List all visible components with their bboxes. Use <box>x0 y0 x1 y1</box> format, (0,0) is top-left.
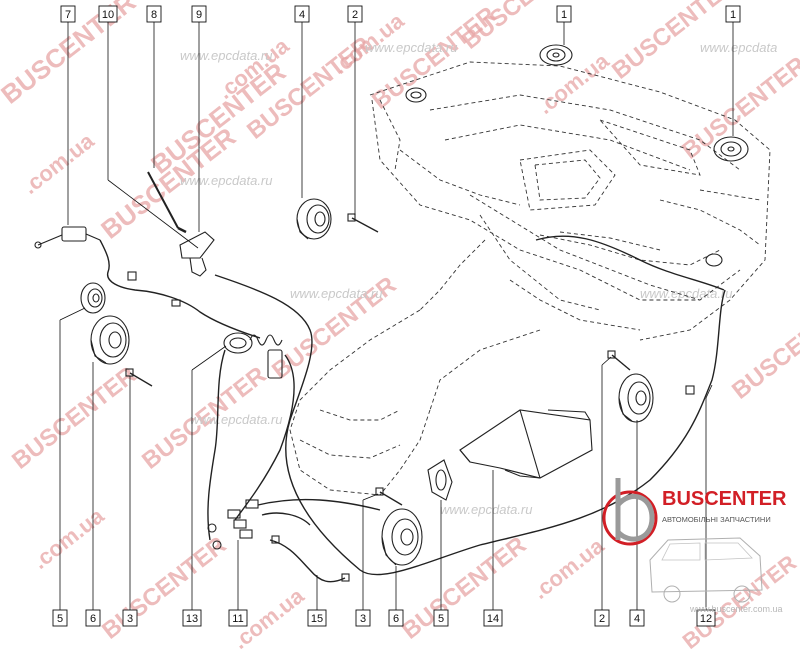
part-1-tweeter-right <box>713 136 749 162</box>
part-11-connectors <box>227 498 381 539</box>
callout-5: 5 <box>433 609 449 627</box>
watermark-epcdata: www.epcdata.ru <box>180 173 273 188</box>
svg-text:2: 2 <box>599 613 605 625</box>
logo-name: BUSCENTER <box>662 488 787 510</box>
part-10-cable <box>99 239 261 339</box>
watermark-buscenter: BUSCENTER <box>97 532 231 645</box>
callout-15: 15 <box>307 609 327 627</box>
part-6-speaker-left <box>90 315 130 365</box>
callout-1: 1 <box>556 5 572 23</box>
part-3-screw-lower <box>375 487 403 506</box>
watermark-buscenter: BUSCENTER <box>7 362 141 475</box>
dashboard-outline <box>289 61 771 496</box>
watermark-buscenter: BUSCENTER <box>397 532 531 645</box>
watermark-buscenter: BUSCENTER <box>727 292 800 405</box>
callout-6: 6 <box>85 609 101 627</box>
tweeter-right-dash <box>705 253 723 267</box>
callouts-bottom: 5 6 3 13 11 15 3 6 5 14 2 4 12 <box>52 609 716 627</box>
part-3-screw-left <box>125 368 153 387</box>
callout-2: 2 <box>347 5 363 23</box>
watermark-buscenter: BUSCENTER <box>678 550 800 654</box>
part-5-speaker-left <box>80 282 106 314</box>
svg-text:5: 5 <box>438 613 444 625</box>
svg-text:10: 10 <box>102 9 114 21</box>
watermark-epcdata: www.epcdata.ru <box>180 48 273 63</box>
watermark-com-ua: .com.ua <box>18 128 100 199</box>
svg-text:2: 2 <box>352 9 358 21</box>
svg-text:3: 3 <box>360 613 366 625</box>
watermark-epcdata: www.epcdata.ru <box>365 40 458 55</box>
logo-mark <box>602 478 658 546</box>
svg-text:7: 7 <box>65 9 71 21</box>
svg-text:1: 1 <box>561 9 567 21</box>
callout-12: 12 <box>696 609 716 627</box>
callouts-top: 7 10 8 9 4 2 1 1 <box>60 5 741 23</box>
callout-9: 9 <box>191 5 207 23</box>
callout-2: 2 <box>594 609 610 627</box>
part-7-module <box>34 226 101 249</box>
callout-4: 4 <box>294 5 310 23</box>
svg-text:6: 6 <box>90 613 96 625</box>
svg-text:12: 12 <box>700 613 712 625</box>
callout-3: 3 <box>355 609 371 627</box>
watermark-epcdata: www.epcdata.ru <box>640 286 733 301</box>
callout-4: 4 <box>629 609 645 627</box>
part-2-screw-right <box>607 350 631 371</box>
part-8-antenna-rod <box>147 171 187 234</box>
van-illustration <box>649 537 763 603</box>
watermark-com-ua: .com.ua <box>528 533 610 604</box>
svg-text:15: 15 <box>311 613 323 625</box>
watermark-epcdata: www.epcdata <box>700 40 777 55</box>
callout-11: 11 <box>228 609 248 627</box>
callout-8: 8 <box>146 5 162 23</box>
watermark-epcdata: www.epcdata.ru <box>190 412 283 427</box>
watermark-buscenter: BUSCENTER <box>677 52 800 165</box>
part-6-speaker-lower <box>381 508 423 566</box>
watermark-epcdata: www.epcdata.ru <box>440 502 533 517</box>
part-12-harness <box>214 235 726 576</box>
logo-tagline: АВТОМОБІЛЬНІ ЗАПЧАСТИНИ <box>662 515 771 524</box>
callout-10: 10 <box>98 5 118 23</box>
part-4-speaker-upper <box>296 198 332 240</box>
callout-6: 6 <box>388 609 404 627</box>
svg-text:8: 8 <box>151 9 157 21</box>
svg-text:5: 5 <box>57 613 63 625</box>
svg-text:11: 11 <box>232 613 243 625</box>
part-4-speaker-right <box>618 373 654 423</box>
callout-3: 3 <box>122 609 138 627</box>
svg-text:1: 1 <box>730 9 736 21</box>
callout-7: 7 <box>60 5 76 23</box>
svg-text:14: 14 <box>487 613 499 625</box>
part-2-screw-upper <box>347 213 379 233</box>
leader-lines <box>59 22 734 610</box>
callout-5: 5 <box>52 609 68 627</box>
svg-text:9: 9 <box>196 9 202 21</box>
svg-text:13: 13 <box>186 613 198 625</box>
watermark-com-ua: .com.ua <box>533 48 615 119</box>
callout-13: 13 <box>182 609 202 627</box>
part-15-wire <box>269 535 350 583</box>
watermark-epcdata: www.epcdata.ru <box>290 286 383 301</box>
part-5-speaker-lower <box>427 459 453 501</box>
svg-text:6: 6 <box>393 613 399 625</box>
callout-14: 14 <box>483 609 503 627</box>
svg-text:4: 4 <box>299 9 305 21</box>
part-1-tweeter-top <box>539 44 573 66</box>
part-13-coiled-cable <box>207 332 295 550</box>
svg-text:3: 3 <box>127 613 133 625</box>
tweeter-left-dash <box>405 87 427 103</box>
watermark-com-ua: .com.ua <box>28 503 110 574</box>
part-14-amplifier <box>459 409 593 479</box>
logo-url: www.buscenter.com.ua <box>689 604 783 614</box>
part-9-antenna-base <box>179 231 215 277</box>
svg-text:4: 4 <box>634 613 640 625</box>
callout-1: 1 <box>725 5 741 23</box>
buscenter-logo: BUSCENTER АВТОМОБІЛЬНІ ЗАПЧАСТИНИ www.bu… <box>602 478 787 614</box>
